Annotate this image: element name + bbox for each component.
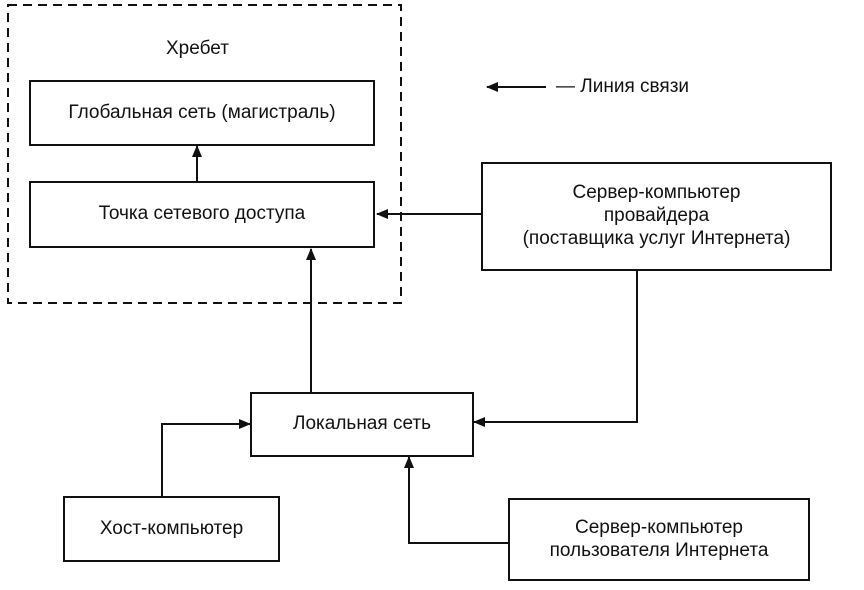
node-user-server-line-1: Сервер-компьютер <box>575 516 743 538</box>
node-provider-server-line-1: Сервер-компьютер <box>572 182 741 204</box>
node-access-point-label: Точка сетевого доступа <box>98 203 306 225</box>
node-access-point: Точка сетевого доступа <box>29 181 375 248</box>
link-user-to-local <box>404 456 508 544</box>
legend-text: — Линия связи <box>556 76 690 97</box>
backbone-region <box>7 4 402 304</box>
node-local-net: Локальная сеть <box>250 392 474 457</box>
node-user-server-line-2: пользователя Интернета <box>549 539 769 561</box>
link-provider-to-local <box>473 271 638 427</box>
node-host-label: Хост-компьютер <box>99 517 244 539</box>
node-provider-server: Сервер-компьютер провайдера (поставщика … <box>481 162 832 271</box>
node-user-server: Сервер-компьютер пользователя Интернета <box>508 498 810 581</box>
node-global-net-label: Глобальная сеть (магистраль) <box>68 101 336 123</box>
link-host-to-local <box>161 419 251 496</box>
node-local-net-label: Локальная сеть <box>293 413 431 435</box>
node-provider-server-line-2: провайдера <box>603 205 710 227</box>
backbone-title: Хребет <box>166 38 229 59</box>
node-global-net: Глобальная сеть (магистраль) <box>29 80 375 146</box>
node-host: Хост-компьютер <box>63 496 280 562</box>
node-provider-server-line-3: (поставщика услуг Интернета) <box>522 227 791 249</box>
